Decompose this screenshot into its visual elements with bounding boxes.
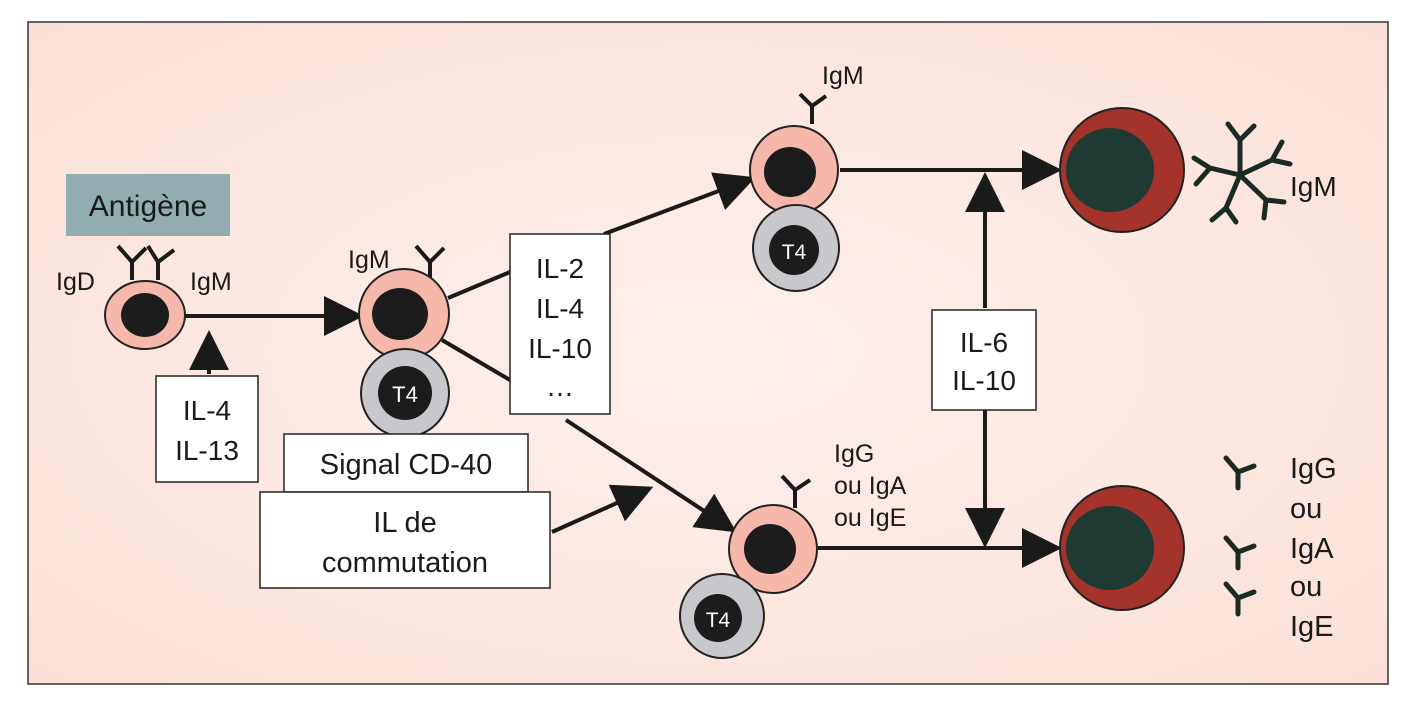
antigen-box: Antigène [66,174,230,236]
naive-b-cell: IgD IgM [56,244,232,350]
lower-cell-line2: ou IgA [834,472,907,500]
il-box-2-line1: IL-2 [536,253,584,284]
line-activated-to-ilbox-lower [440,338,512,382]
upper-cell-label: IgM [822,62,864,90]
plasma-cell-upper [1059,107,1185,233]
naive-cell-antibody-icons [116,244,176,280]
switch-box-line2: commutation [322,547,488,579]
secreted-l4: ou [1290,571,1322,603]
il-box-1-line2: IL-13 [175,435,239,466]
secreted-l5: IgE [1290,611,1334,643]
lower-cell-line3: ou IgE [834,504,906,532]
il-box-2-line2: IL-4 [536,293,584,324]
upper-b-cell: IgM [749,62,864,215]
activated-cell-label: IgM [348,246,390,274]
t4-cell-upper: T4 [752,204,840,292]
t4-label-upper: T4 [782,241,807,264]
lower-cell-antibody-icon [780,474,812,508]
igm-pentamer-icon [1191,121,1293,225]
il-box-3-line2: IL-10 [952,365,1016,396]
line-activated-to-ilbox [447,270,511,300]
signal-cd40-box: Signal CD-40 [283,433,529,493]
arrow-to-lower-cell [564,418,737,533]
lower-cell-line1: IgG [834,440,874,468]
signal-cd40-label: Signal CD-40 [320,449,492,481]
lower-b-cell: IgG ou IgA ou IgE [728,440,907,594]
il4-il13-box: IL-4 IL-13 [155,375,259,483]
connector-arrows [182,150,1062,568]
il-box-2-line4: … [546,371,574,402]
naive-cell-left-label: IgD [56,268,95,296]
secreted-l3: IgA [1290,533,1334,565]
il6-il10-box: IL-6 IL-10 [931,309,1037,411]
upper-cell-antibody-icon [798,92,828,124]
t4-cell-center: T4 [360,348,450,438]
arrow-to-upper-cell [603,172,756,236]
pentamer-label: IgM [1290,171,1337,202]
il2-il4-il10-box: IL-2 IL-4 IL-10 … [509,233,611,415]
switch-box-line1: IL de [373,507,436,539]
antigen-label: Antigène [89,190,207,223]
plasma-cell-lower [1059,485,1185,611]
arrow-commutation [551,484,654,534]
t4-label-lower: T4 [706,609,731,632]
secreted-l1: IgG [1290,453,1337,485]
t4-cell-lower: T4 [679,573,765,659]
il-box-1-line1: IL-4 [183,395,231,426]
secreted-l2: ou [1290,493,1322,525]
il-box-3-line1: IL-6 [960,327,1008,358]
switch-il-box: IL de commutation [259,491,551,589]
secreted-list: IgG ou IgA ou IgE [1290,453,1337,643]
il-box-2-line3: IL-10 [528,333,592,364]
t4-label-center: T4 [392,382,418,407]
naive-cell-right-label: IgM [190,268,232,296]
secreted-antibody-icons [1223,455,1257,617]
